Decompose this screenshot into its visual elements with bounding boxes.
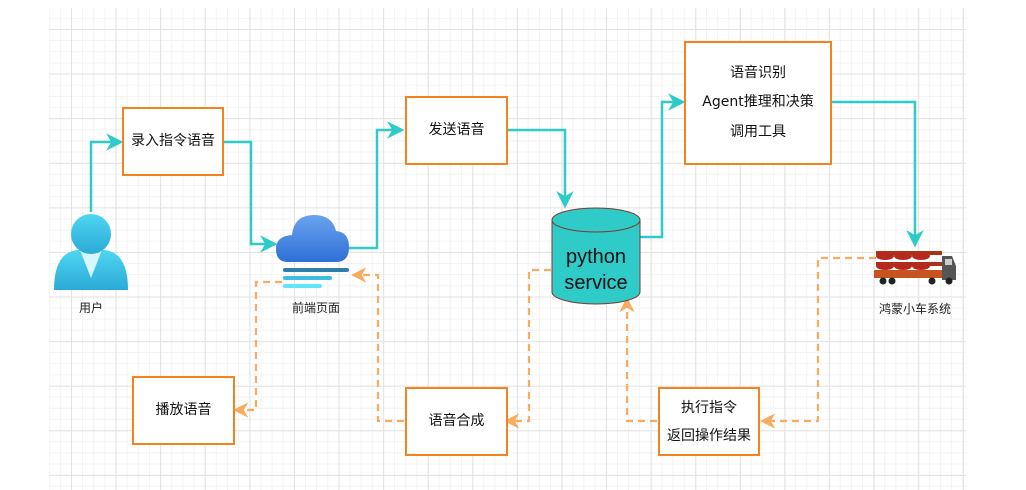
agent-line-2: Agent推理和决策 [702, 94, 814, 111]
agent-line-3: 调用工具 [730, 123, 786, 140]
edge-python-to-tts [503, 268, 551, 429]
edge-user-to-record [89, 133, 124, 212]
edge-record-to-frontend [223, 140, 278, 253]
edge-tts-to-frontend [350, 267, 404, 423]
record-voice-label: 录入指令语音 [131, 132, 215, 149]
edge-frontend-to-send [349, 121, 405, 250]
execute-line-1: 执行指令 [681, 399, 737, 416]
python-service-label: python service [552, 244, 640, 296]
car-system-label: 鸿蒙小车系统 [878, 302, 951, 316]
record-voice-box[interactable]: 录入指令语音 [122, 107, 224, 176]
tts-label: 语音合成 [428, 412, 485, 429]
edge-execute-to-python [619, 296, 657, 423]
agent-box[interactable]: 语音识别 Agent推理和决策 调用工具 [684, 41, 832, 165]
user-label: 用户 [78, 301, 103, 315]
edge-send-to-python [507, 128, 574, 209]
edge-frontend-to-play [232, 280, 282, 418]
frontend-label: 前端页面 [291, 301, 340, 315]
execute-box[interactable]: 执行指令 返回操作结果 [658, 387, 760, 456]
user-icon[interactable] [54, 214, 128, 290]
tts-box[interactable]: 语音合成 [405, 387, 508, 456]
agent-line-1: 语音识别 [730, 64, 786, 81]
play-voice-box[interactable]: 播放语音 [132, 376, 235, 445]
edge-car-to-execute [759, 256, 876, 429]
edge-python-to-agent [640, 93, 686, 239]
cloud-icon[interactable] [276, 215, 349, 288]
python-service-line-1: python [565, 246, 627, 268]
python-service-line-2: service [564, 272, 628, 294]
python-service-cylinder[interactable] [551, 207, 641, 305]
send-voice-box[interactable]: 发送语音 [405, 96, 508, 165]
truck-icon[interactable] [874, 251, 956, 285]
play-voice-label: 播放语音 [155, 401, 212, 418]
send-voice-label: 发送语音 [428, 121, 485, 138]
execute-line-2: 返回操作结果 [667, 427, 751, 444]
edge-agent-to-car [831, 100, 924, 248]
